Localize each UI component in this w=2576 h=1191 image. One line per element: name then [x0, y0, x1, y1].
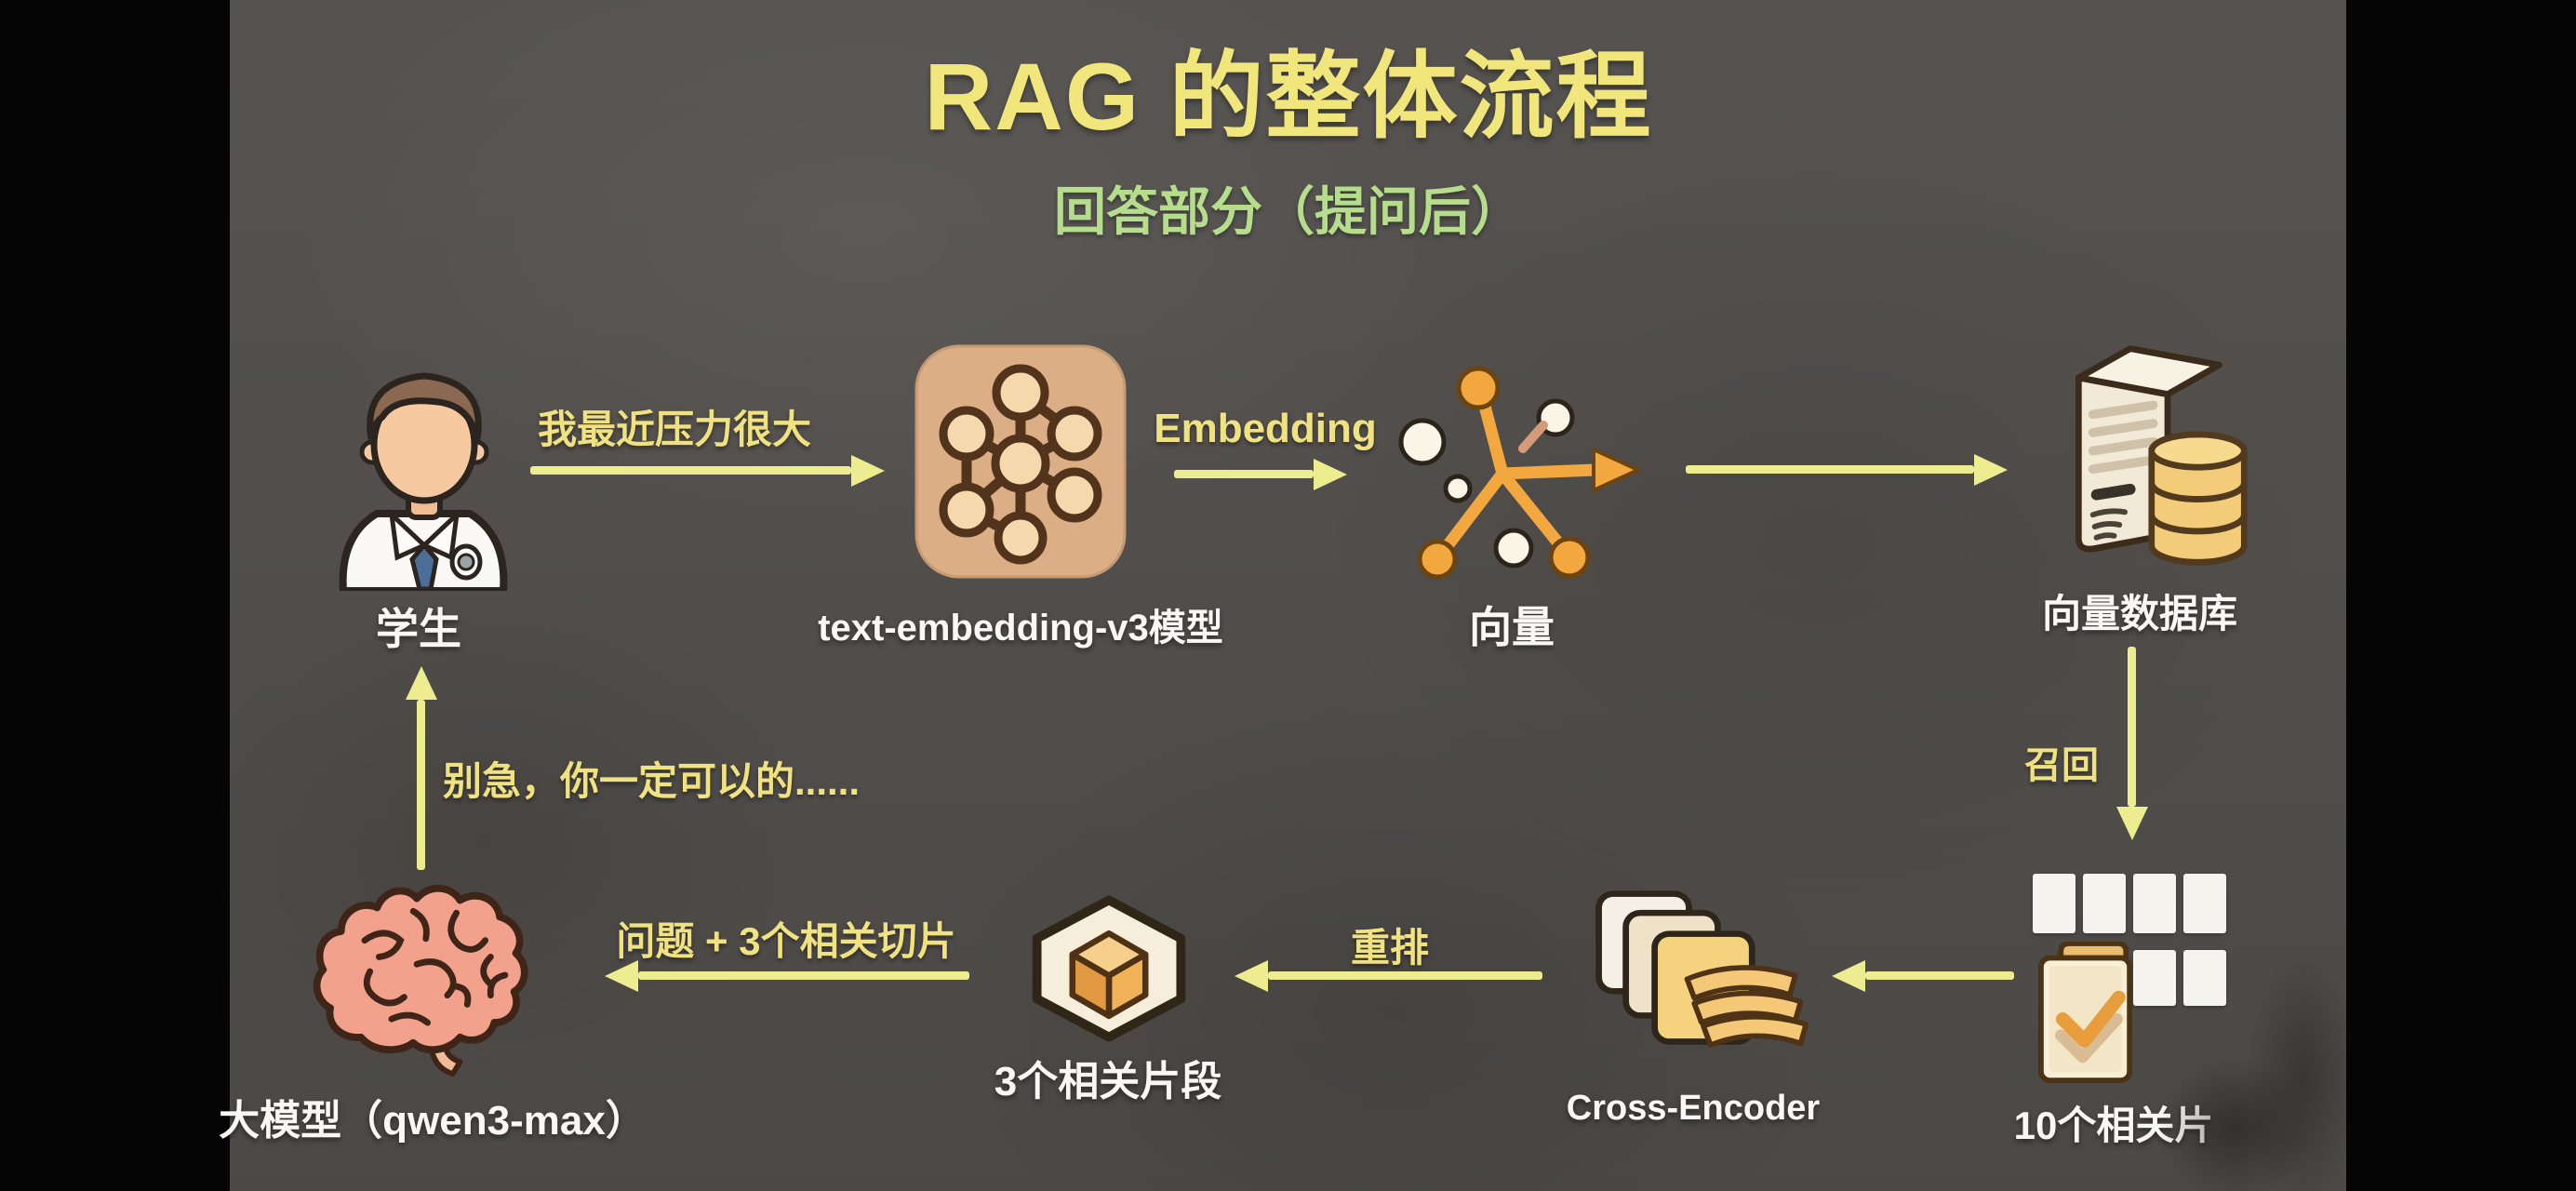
node-vector — [1383, 351, 1644, 600]
hexagon-package-icon — [1032, 895, 1186, 1042]
embedding-model-label: text-embedding-v3模型 — [818, 608, 1223, 649]
node-vector-db — [2045, 330, 2249, 577]
flow-arrow-embedding — [1174, 470, 1314, 478]
node-student — [330, 363, 516, 595]
recalled-chunks-label: 10个相关片 — [2013, 1104, 2214, 1147]
flow-arrow-prompt — [638, 971, 969, 980]
student-icon — [339, 372, 508, 595]
chunk-square — [2133, 950, 2176, 1006]
checked-card-icon — [2037, 942, 2133, 1084]
node-top-chunks — [1030, 895, 1188, 1042]
student-label: 学生 — [376, 605, 461, 653]
flow-arrow-answer — [417, 700, 425, 870]
vector-db-label: 向量数据库 — [2041, 592, 2238, 636]
background-texture — [230, 0, 2346, 1191]
top-chunks-label: 3个相关片段 — [994, 1059, 1222, 1104]
stacked-layers-icon — [1595, 890, 1809, 1048]
flow-arrow-rerank — [1268, 971, 1542, 980]
vector-label: 向量 — [1469, 603, 1555, 651]
node-llm — [305, 877, 530, 1077]
chunk-square — [2133, 874, 2176, 933]
embedding-edge-label: Embedding — [1154, 406, 1377, 451]
database-server-icon — [2075, 345, 2248, 566]
recall-edge-label: 召回 — [2024, 745, 2099, 786]
rerank-edge-label: 重排 — [1350, 926, 1430, 970]
flow-arrow-to-db — [1686, 465, 1974, 474]
page-title: RAG 的整体流程 — [924, 44, 1653, 150]
left-black-bar — [0, 0, 230, 1191]
flow-arrow-query — [530, 466, 851, 475]
query-edge-label: 我最近压力很大 — [537, 408, 812, 451]
chunk-square — [2083, 874, 2126, 933]
flow-arrow-recall — [2128, 647, 2136, 807]
flow-arrow-to-cross-encoder — [1865, 971, 2014, 980]
brain-icon — [313, 884, 528, 1077]
chunk-square — [2183, 874, 2226, 933]
answer-edge-label: 别急，你一定可以的...... — [442, 759, 861, 803]
llm-label: 大模型（qwen3-max） — [219, 1098, 647, 1144]
node-cross-encoder — [1586, 889, 1819, 1061]
right-black-bar — [2346, 0, 2576, 1191]
vector-scatter-icon — [1398, 366, 1643, 580]
chunk-square — [2183, 950, 2226, 1006]
neural-network-icon — [914, 344, 1127, 579]
chunk-square — [2033, 874, 2075, 933]
prompt-edge-label: 问题 + 3个相关切片 — [616, 919, 956, 963]
node-embedding-model — [914, 344, 1127, 579]
cross-encoder-label: Cross-Encoder — [1566, 1089, 1821, 1128]
page-subtitle: 回答部分（提问后） — [1054, 182, 1523, 241]
